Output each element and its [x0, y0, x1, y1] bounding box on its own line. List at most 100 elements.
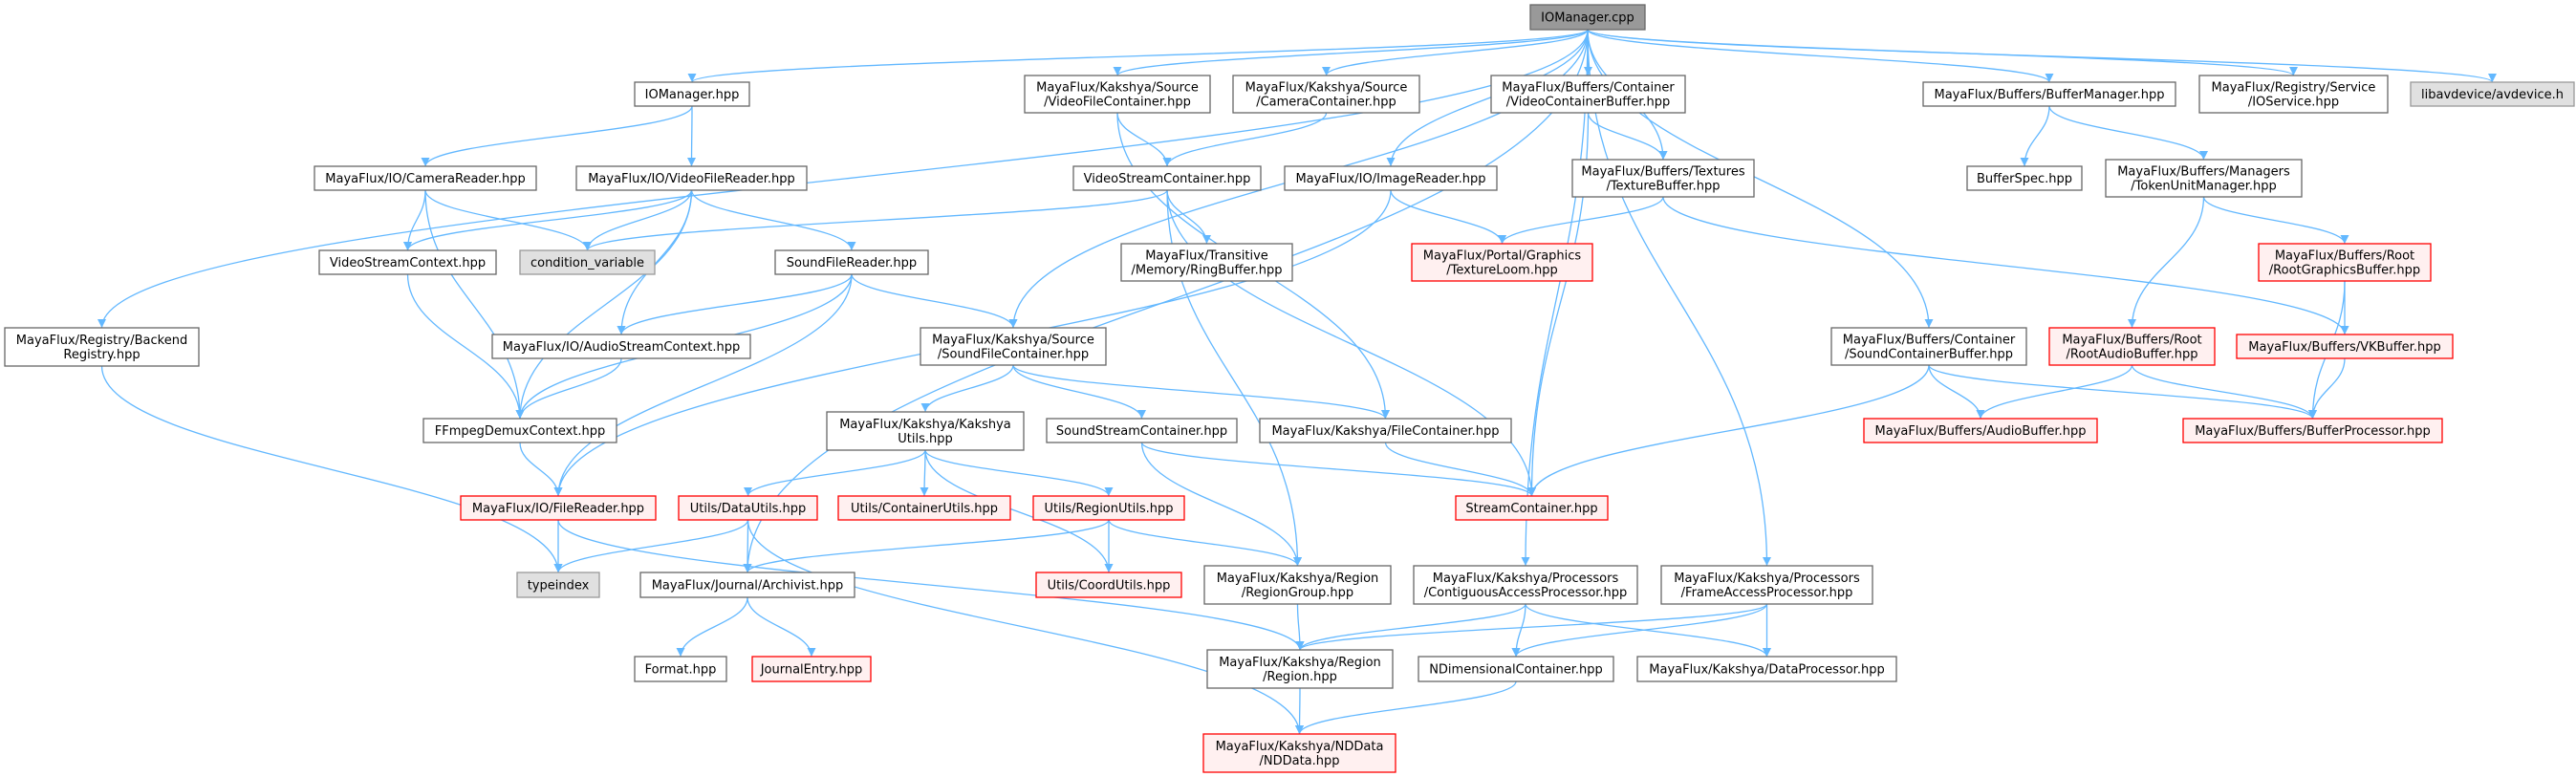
node-label: MayaFlux/Kakshya/Source: [1245, 81, 1408, 96]
node-ffmpeg[interactable]: FFmpegDemuxContext.hpp: [422, 418, 617, 443]
node-label: Format.hpp: [645, 663, 717, 678]
node-box: [314, 165, 537, 191]
node-label: /FrameAccessProcessor.hpp: [1681, 586, 1853, 600]
edge-datau-to-archivist: [743, 519, 752, 573]
edge-root-to-archivist: [743, 29, 1589, 573]
node-box: [1660, 565, 1873, 605]
node-contu[interactable]: Utils/ContainerUtils.hpp: [837, 495, 1011, 521]
node-condvar[interactable]: condition_variable: [519, 249, 656, 275]
node-tum[interactable]: MayaFlux/Buffers/Managers/TokenUnitManag…: [2105, 159, 2303, 198]
node-bufproc[interactable]: MayaFlux/Buffers/BufferProcessor.hpp: [2182, 418, 2443, 443]
node-camc[interactable]: MayaFlux/Kakshya/Source/CameraContainer.…: [1232, 75, 1420, 114]
node-label: MayaFlux/Kakshya/Kakshya: [839, 418, 1011, 432]
node-avdev[interactable]: libavdevice/avdevice.h: [2410, 81, 2575, 107]
node-label: VideoStreamContainer.hpp: [1084, 172, 1251, 186]
node-audiobuf[interactable]: MayaFlux/Buffers/AudioBuffer.hpp: [1863, 418, 2098, 443]
edge-root-to-bufmgr: [1587, 29, 2054, 83]
node-vsc[interactable]: VideoStreamContainer.hpp: [1072, 165, 1262, 191]
node-iomgr[interactable]: IOManager.hpp: [634, 81, 750, 107]
node-box: [1636, 656, 1897, 682]
node-box: [1072, 165, 1262, 191]
edge-vfr-to-condvar: [583, 189, 693, 251]
node-label: MayaFlux/Kakshya/Processors: [1433, 572, 1619, 586]
node-vfr[interactable]: MayaFlux/IO/VideoFileReader.hpp: [575, 165, 808, 191]
node-asctx[interactable]: MayaFlux/IO/AudioStreamContext.hpp: [491, 334, 751, 359]
node-rgroup[interactable]: MayaFlux/Kakshya/Region/RegionGroup.hpp: [1203, 565, 1392, 605]
node-box: [1206, 649, 1394, 689]
edge-vsctx-to-ffmpeg: [406, 273, 525, 420]
edge-vfr-to-sfr: [690, 189, 856, 251]
node-typeidx[interactable]: typeindex: [516, 572, 600, 598]
node-cap[interactable]: MayaFlux/Kakshya/Processors/ContiguousAc…: [1413, 565, 1638, 605]
edge-bufmgr-to-bufspec: [2020, 105, 2050, 167]
node-ndc[interactable]: NDimensionalContainer.hpp: [1418, 656, 1614, 682]
edge-cap-to-ndc: [1511, 603, 1526, 658]
node-label: libavdevice/avdevice.h: [2421, 88, 2564, 102]
node-filer[interactable]: MayaFlux/IO/FileReader.hpp: [460, 495, 657, 521]
node-bufspec[interactable]: BufferSpec.hpp: [1966, 165, 2083, 191]
node-label: MayaFlux/Kakshya/Region: [1217, 572, 1379, 586]
edge-root-to-vfc: [1113, 29, 1589, 76]
node-coordu[interactable]: Utils/CoordUtils.hpp: [1035, 572, 1182, 598]
node-label: MayaFlux/Kakshya/Region: [1219, 656, 1381, 670]
node-box: [1455, 495, 1609, 521]
node-dproc[interactable]: MayaFlux/Kakshya/DataProcessor.hpp: [1636, 656, 1897, 682]
node-format[interactable]: Format.hpp: [634, 656, 727, 682]
node-bufmgr[interactable]: MayaFlux/Buffers/BufferManager.hpp: [1922, 81, 2176, 107]
node-vcb[interactable]: MayaFlux/Buffers/Container/VideoContaine…: [1490, 75, 1686, 114]
node-label: Utils.hpp: [898, 432, 952, 446]
node-texloom[interactable]: MayaFlux/Portal/Graphics/TextureLoom.hpp: [1411, 243, 1593, 282]
node-label: MayaFlux/Kakshya/Processors: [1674, 572, 1860, 586]
node-label: MayaFlux/Buffers/BufferManager.hpp: [1935, 88, 2165, 102]
node-label: /SoundFileContainer.hpp: [938, 348, 1089, 362]
node-box: [1966, 165, 2083, 191]
edge-camr-to-vsctx: [403, 189, 426, 251]
node-root[interactable]: IOManager.cpp: [1529, 4, 1646, 31]
node-box: [639, 572, 855, 598]
node-streamc[interactable]: StreamContainer.hpp: [1455, 495, 1609, 521]
node-box: [1418, 656, 1614, 682]
node-ring[interactable]: MayaFlux/Transitive/Memory/RingBuffer.hp…: [1120, 243, 1293, 282]
node-camr[interactable]: MayaFlux/IO/CameraReader.hpp: [314, 165, 537, 191]
node-label: /NDData.hpp: [1259, 754, 1339, 768]
node-rab[interactable]: MayaFlux/Buffers/Root/RootAudioBuffer.hp…: [2048, 327, 2216, 366]
node-vsctx[interactable]: VideoStreamContext.hpp: [318, 249, 497, 275]
node-box: [1202, 733, 1396, 773]
edge-texbuf-to-texloom: [1498, 196, 1664, 245]
node-texbuf[interactable]: MayaFlux/Buffers/Textures/TextureBuffer.…: [1571, 159, 1755, 198]
node-imgr[interactable]: MayaFlux/IO/ImageReader.hpp: [1284, 165, 1498, 191]
node-ssc[interactable]: SoundStreamContainer.hpp: [1046, 418, 1238, 443]
node-datau[interactable]: Utils/DataUtils.hpp: [678, 495, 818, 521]
node-box: [2258, 243, 2432, 282]
node-nddata[interactable]: MayaFlux/Kakshya/NDData/NDData.hpp: [1202, 733, 1396, 773]
node-box: [460, 495, 657, 521]
edge-fap-to-region: [1295, 603, 1768, 651]
node-label: /TokenUnitManager.hpp: [2131, 180, 2277, 194]
edge-root-to-avdev: [1587, 29, 2497, 83]
node-regu[interactable]: Utils/RegionUtils.hpp: [1032, 495, 1185, 521]
edge-sfr-to-filer: [553, 273, 853, 497]
node-scb[interactable]: MayaFlux/Buffers/Container/SoundContaine…: [1830, 327, 2027, 366]
edge-root-to-camc: [1322, 29, 1589, 76]
node-rgb[interactable]: MayaFlux/Buffers/Root/RootGraphicsBuffer…: [2258, 243, 2432, 282]
node-box: [1232, 75, 1420, 114]
node-label: StreamContainer.hpp: [1465, 502, 1597, 516]
node-box: [1024, 75, 1211, 114]
node-iosvc[interactable]: MayaFlux/Registry/Service/IOService.hpp: [2198, 75, 2389, 114]
node-vkbuf[interactable]: MayaFlux/Buffers/VKBuffer.hpp: [2236, 334, 2454, 359]
edge-tum-to-rab: [2128, 196, 2205, 329]
node-archivist[interactable]: MayaFlux/Journal/Archivist.hpp: [639, 572, 855, 598]
node-jentry[interactable]: JournalEntry.hpp: [751, 656, 872, 682]
node-box: [1035, 572, 1182, 598]
edge-texbuf-to-vkbuf: [1662, 196, 2349, 335]
node-sfc[interactable]: MayaFlux/Kakshya/Source/SoundFileContain…: [920, 327, 1107, 366]
node-vfc[interactable]: MayaFlux/Kakshya/Source/VideoFileContain…: [1024, 75, 1211, 114]
node-fap[interactable]: MayaFlux/Kakshya/Processors/FrameAccessP…: [1660, 565, 1873, 605]
edge-datau-to-typeidx: [553, 519, 749, 573]
node-filec[interactable]: MayaFlux/Kakshya/FileContainer.hpp: [1259, 418, 1512, 443]
node-region[interactable]: MayaFlux/Kakshya/Region/Region.hpp: [1206, 649, 1394, 689]
node-sfr[interactable]: SoundFileReader.hpp: [774, 249, 929, 275]
